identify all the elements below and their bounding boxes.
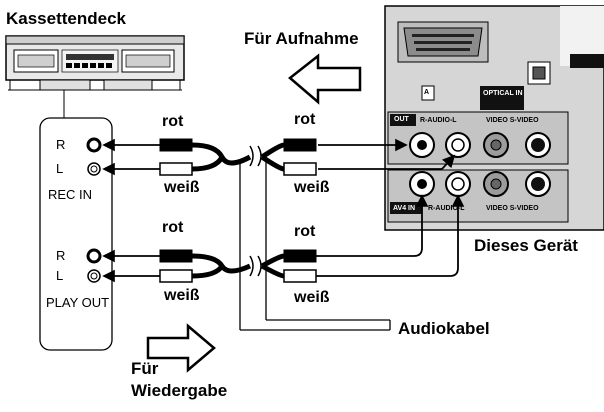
- deck-terminal-panel: [39, 117, 113, 351]
- playback-direction-arrow: [146, 323, 216, 373]
- rec-in-l-label: L: [56, 161, 64, 176]
- rec-in-r-label: R: [56, 137, 66, 152]
- play-out-jacks: [86, 248, 102, 283]
- play-out-l-label: L: [56, 268, 64, 283]
- play-out-label: PLAY OUT: [46, 295, 110, 310]
- out-badge: OUT: [394, 116, 409, 123]
- audiocable-callout: [239, 160, 391, 331]
- playback-label-line1: Für: [131, 359, 159, 378]
- playback-label-line2: Wiedergabe: [131, 381, 228, 400]
- cable-red-label-4: rot: [294, 223, 316, 240]
- cable-white-label-3: weiß: [164, 287, 200, 304]
- record-label: Für Aufnahme: [244, 29, 359, 48]
- out-video-label: VIDEO S-VIDEO: [486, 117, 539, 124]
- in-audio-label: R-AUDIO-L: [428, 205, 465, 212]
- av4-badge: AV4 IN: [393, 205, 416, 212]
- cable-pair-top: [102, 138, 456, 176]
- audiocable-label: Audiokabel: [398, 319, 490, 338]
- out-audio-label: R-AUDIO-L: [420, 117, 457, 124]
- device-label: Dieses Gerät: [474, 236, 578, 255]
- rec-in-label: REC IN: [48, 187, 93, 202]
- rec-in-jacks: [86, 137, 102, 176]
- cable-red-label-2: rot: [294, 111, 316, 128]
- in-video-label: VIDEO S-VIDEO: [486, 205, 539, 212]
- panel-a-mark: A: [424, 89, 430, 96]
- deck-title: Kassettendeck: [6, 9, 127, 28]
- optical-in-label: OPTICAL IN: [483, 90, 523, 97]
- device-panel: [384, 5, 604, 231]
- record-direction-arrow: [288, 53, 362, 105]
- cassette-deck: [5, 35, 185, 118]
- cable-red-label-3: rot: [162, 219, 184, 236]
- cable-pair-bottom: [102, 194, 465, 283]
- play-out-r-label: R: [56, 248, 66, 263]
- cable-white-label-1: weiß: [164, 179, 200, 196]
- cable-red-label-1: rot: [162, 113, 184, 130]
- cable-white-label-2: weiß: [294, 179, 330, 196]
- cable-white-label-4: weiß: [294, 289, 330, 306]
